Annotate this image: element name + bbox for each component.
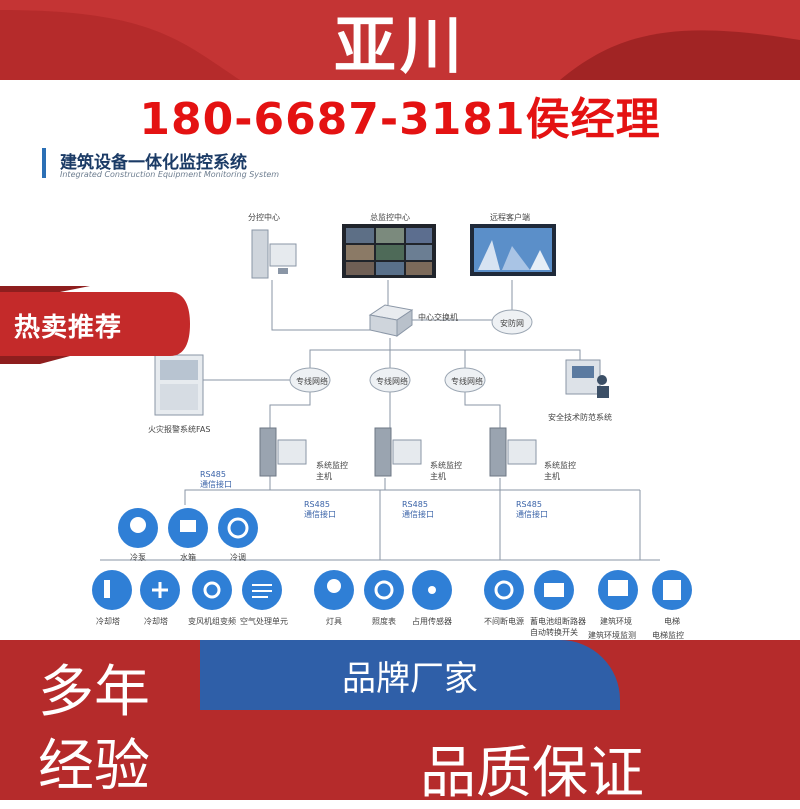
connection-lines bbox=[100, 280, 660, 561]
diagram-subtitle: Integrated Construction Equipment Monito… bbox=[60, 170, 280, 179]
device-label: 建筑环境监测 bbox=[588, 631, 636, 640]
label-rs485-a: RS485 通信接口 bbox=[200, 470, 232, 489]
device-label: 空气处理单元 bbox=[240, 617, 288, 626]
label-security-system: 安全技术防范系统 bbox=[548, 413, 612, 422]
brand-maker-band bbox=[200, 640, 620, 710]
experience-text: 经验 bbox=[38, 734, 150, 799]
security-system-console bbox=[565, 359, 609, 398]
device-label: 水箱 bbox=[180, 553, 196, 562]
label-main-center: 总监控中心 bbox=[370, 213, 410, 222]
label-private-net-1: 专线网络 bbox=[296, 377, 328, 386]
label-private-net-3: 专线网络 bbox=[451, 377, 483, 386]
label-host-2: 系统监控 主机 bbox=[430, 461, 462, 481]
label-core-switch: 中心交换机 bbox=[418, 313, 458, 322]
label-host-3: 系统监控 主机 bbox=[544, 461, 576, 481]
main-center-videowall bbox=[342, 224, 436, 278]
device-icons-row1 bbox=[118, 508, 258, 548]
years-text: 多年 bbox=[38, 660, 150, 725]
brand-name: 亚川 bbox=[333, 9, 466, 82]
device-label: 冷却塔 bbox=[96, 617, 120, 626]
device-label: 电梯 bbox=[664, 617, 680, 626]
banner-swoosh bbox=[0, 0, 800, 80]
device-label: 冷调 bbox=[230, 553, 246, 562]
remote-client-screen bbox=[470, 224, 556, 276]
label-branch-center: 分控中心 bbox=[248, 213, 280, 222]
label-host-1: 系统监控 主机 bbox=[316, 461, 348, 481]
device-label: 电梯监控 bbox=[652, 631, 684, 640]
device-label: 占用传感器 bbox=[412, 617, 452, 626]
label-rs485-d: RS485 通信接口 bbox=[516, 500, 548, 519]
device-label: 蓄电池组断路器自动转换开关 bbox=[530, 617, 586, 637]
device-label: 变风机组变频 bbox=[188, 617, 236, 626]
title-accent-bar bbox=[42, 148, 46, 178]
diagram-title: 建筑设备一体化监控系统 bbox=[60, 153, 247, 173]
label-remote-client: 远程客户端 bbox=[490, 213, 530, 222]
private-net-clouds bbox=[289, 367, 486, 393]
brand-maker-text: 品牌厂家 bbox=[342, 658, 478, 699]
quality-guarantee: 品质保证 bbox=[420, 741, 644, 806]
hot-sale-badge bbox=[0, 286, 190, 364]
device-label: 冷泵 bbox=[130, 553, 146, 562]
core-switch bbox=[368, 304, 414, 337]
security-net-cloud bbox=[491, 309, 533, 335]
device-label: 建筑环境 bbox=[600, 617, 632, 626]
label-security-net: 安防网 bbox=[500, 319, 524, 328]
branch-center-computer bbox=[251, 229, 297, 279]
device-label: 灯具 bbox=[326, 617, 342, 626]
years-experience: 多年 经验 bbox=[38, 660, 150, 800]
label-rs485-b: RS485 通信接口 bbox=[304, 500, 336, 519]
device-label: 冷却塔 bbox=[144, 617, 168, 626]
device-label: 不间断电源 bbox=[484, 617, 524, 626]
fas-panel bbox=[154, 354, 204, 416]
label-fas: 火灾报警系统FAS bbox=[148, 425, 211, 434]
device-icons-row2 bbox=[92, 570, 692, 610]
device-label: 照度表 bbox=[372, 617, 396, 626]
label-private-net-2: 专线网络 bbox=[376, 377, 408, 386]
label-rs485-c: RS485 通信接口 bbox=[402, 500, 434, 519]
hot-sale-text: 热卖推荐 bbox=[14, 313, 123, 343]
top-banner bbox=[0, 0, 800, 80]
monitoring-hosts bbox=[259, 427, 537, 477]
